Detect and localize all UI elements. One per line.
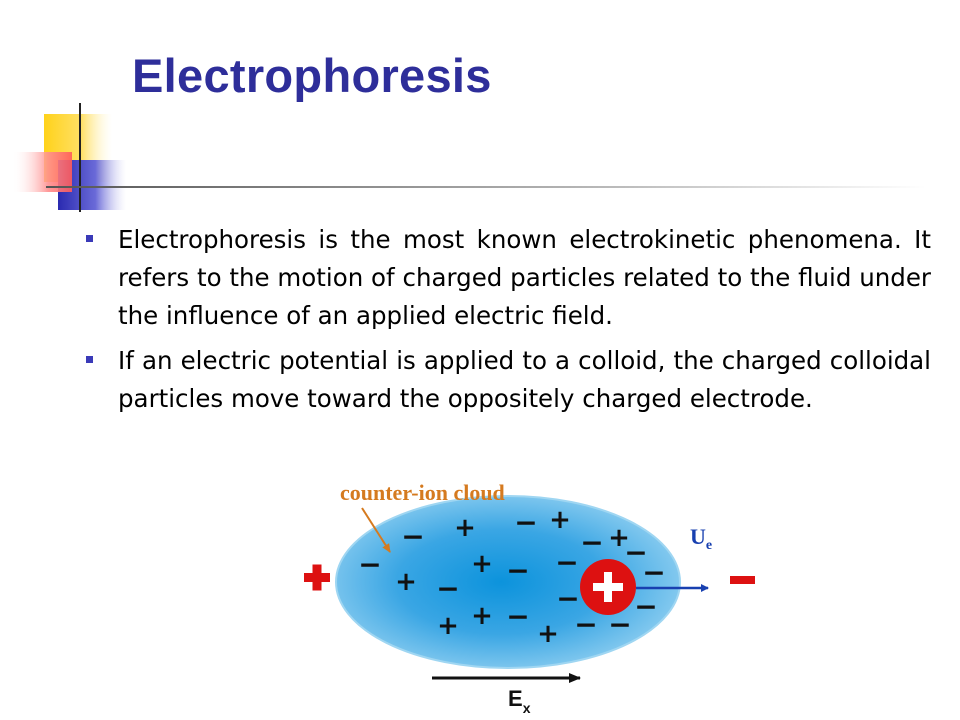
counter-ion-negative: − [624,536,647,569]
counter-ion-positive: + [454,513,476,543]
electrophoresis-diagram: counter-ion cloud Ue Ex + + + + + + + + … [304,480,755,716]
counter-ion-positive: + [471,549,493,579]
counter-ion-positive: + [437,611,459,641]
field-symbol: E [508,686,523,711]
bullet-marker [86,235,93,242]
counter-ion-positive: + [608,523,630,553]
bullet-marker [86,356,93,363]
bullet-text: If an electric potential is applied to a… [118,346,931,413]
velocity-subscript: e [706,538,712,553]
counter-ion-negative: − [514,506,537,539]
counter-ion-negative: − [642,556,665,589]
cloud-label: counter-ion cloud [340,480,505,505]
counter-ion-negative: − [556,582,579,615]
slide-title: Electrophoresis [132,49,492,102]
velocity-symbol: U [690,524,706,549]
field-label: Ex [508,686,531,716]
counter-ion-negative: − [436,572,459,605]
cloud-pointer-arrow [361,507,391,553]
counter-ion-positive: + [395,567,417,597]
particle-plus-vertical [604,572,612,602]
counter-ion-negative: − [555,546,578,579]
counter-ion-negative: − [574,608,597,641]
field-subscript: x [523,700,531,716]
bullet-item: Electrophoresis is the most known electr… [86,221,931,335]
counter-ion-negative: − [401,520,424,553]
positive-electrode-vertical [312,564,322,591]
counter-ion-negative: − [634,590,657,623]
counter-ion-positive: + [549,505,571,535]
counter-ion-negative: − [608,608,631,641]
negative-electrode [730,576,755,584]
velocity-label: Ue [690,524,712,553]
bullet-list: Electrophoresis is the most known electr… [86,221,931,425]
counter-ion-positive: + [471,601,493,631]
header-rule [46,186,926,188]
counter-ion-negative: − [580,526,603,559]
red-square [12,152,72,192]
bullet-text: Electrophoresis is the most known electr… [118,225,931,330]
counter-ion-cloud [335,495,681,669]
counter-ion-positive: + [537,619,559,649]
counter-ion-negative: − [506,600,529,633]
bullet-item: If an electric potential is applied to a… [86,342,931,418]
counter-ion-negative: − [506,554,529,587]
counter-ion-negative: − [358,548,381,581]
